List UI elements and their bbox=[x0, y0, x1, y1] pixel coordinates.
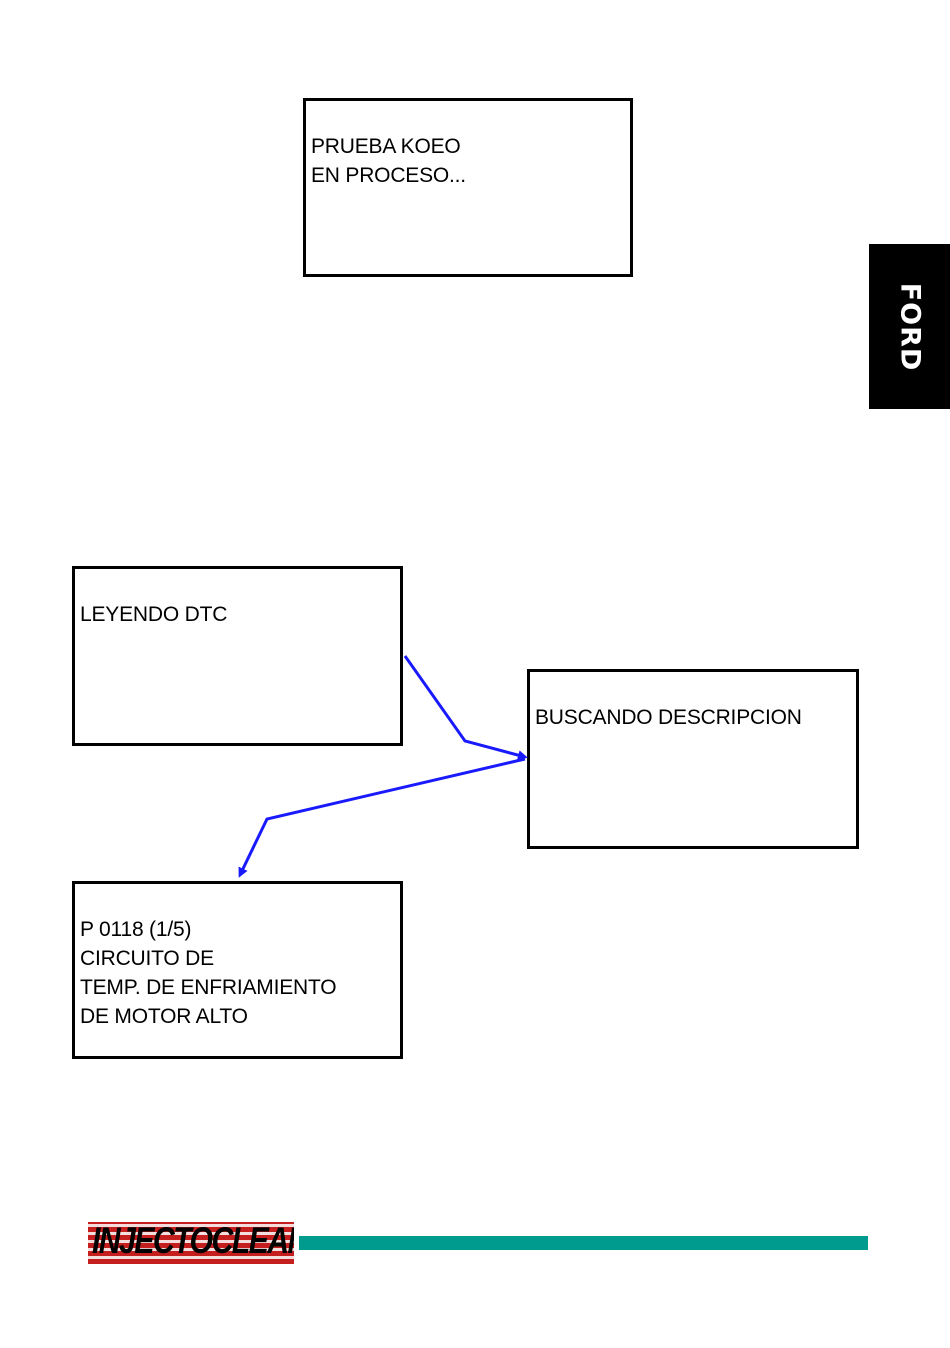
footer-teal-bar bbox=[299, 1236, 868, 1250]
injectoclean-logo: INJECTOCLEAN bbox=[88, 1222, 294, 1264]
logo-text: INJECTOCLEAN bbox=[92, 1222, 294, 1262]
arrow-searching-to-result bbox=[240, 759, 525, 875]
arrow-reading-to-searching bbox=[405, 656, 525, 757]
